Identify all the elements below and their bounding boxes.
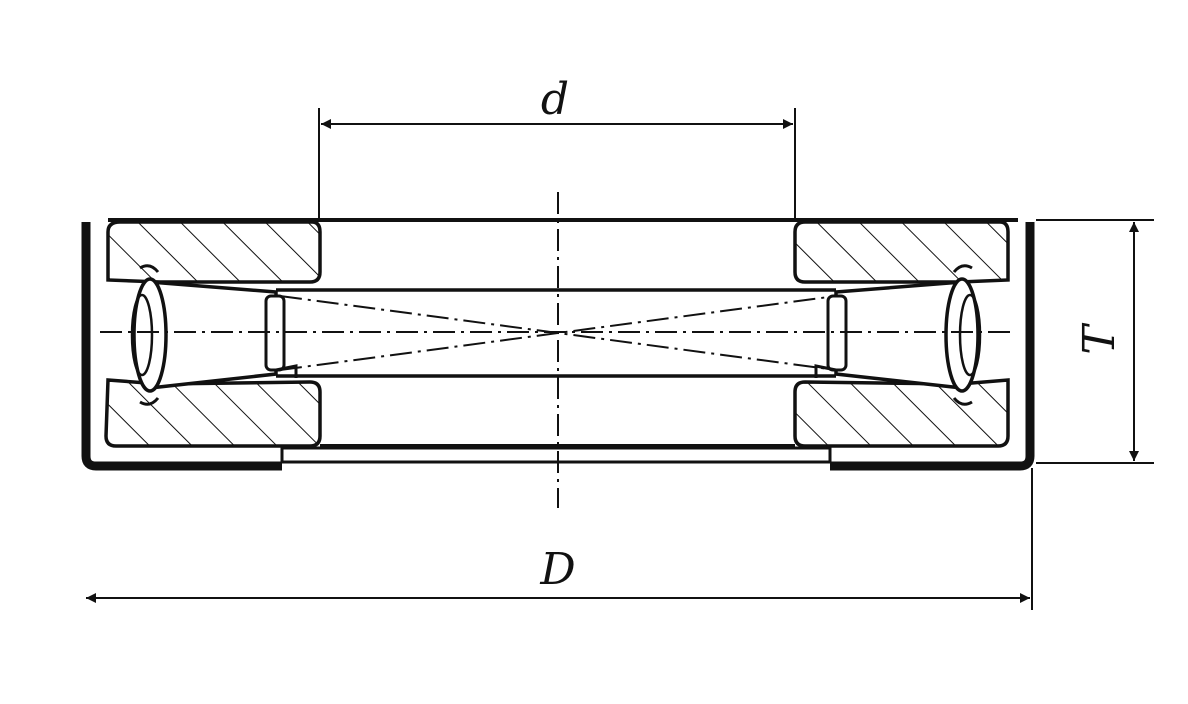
dimension-d-label: d — [541, 74, 569, 125]
dimension-t-label: T — [1074, 322, 1125, 355]
right-roller — [814, 264, 982, 406]
dimension-D-label: D — [539, 544, 575, 595]
bottom-washer — [104, 378, 1010, 464]
left-roller — [130, 264, 298, 406]
bore-lines — [276, 288, 836, 378]
top-washer — [106, 218, 1018, 284]
dimension-t: T — [1036, 219, 1154, 464]
center-lines — [100, 192, 1015, 508]
dimension-D: D — [86, 468, 1033, 610]
dimension-d: d — [318, 74, 796, 218]
outer-housing — [81, 222, 1035, 471]
